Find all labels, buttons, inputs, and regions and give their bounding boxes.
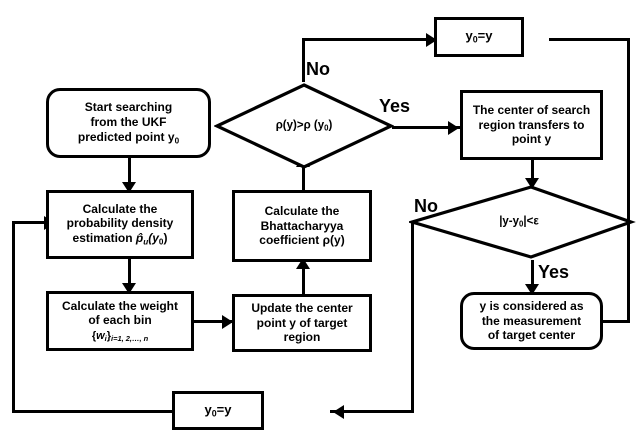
node-assign-bottom[interactable]: y0=y	[172, 391, 264, 430]
node-weights-line2: of each bin	[88, 313, 152, 328]
node-bin-weights[interactable]: Calculate the weight of each bin {wi}i=1…	[46, 291, 194, 351]
epsilon-diamond-shape	[409, 185, 636, 259]
node-bhattacharyya[interactable]: Calculate the Bhattacharyya coefficient …	[232, 190, 372, 262]
node-update-line3: region	[283, 330, 321, 345]
edge-update-to-bhattacharyya	[302, 262, 305, 294]
arrowhead-weights-to-update	[222, 315, 233, 329]
node-update-line2: point y of target	[256, 315, 348, 330]
node-assign-bottom-label: y0=y	[204, 401, 232, 419]
node-assign-top[interactable]: y0=y	[434, 17, 524, 57]
node-bhattacharyya-line1: Calculate the	[264, 204, 340, 219]
arrowhead-epsilon-yes-to-measurement	[525, 284, 539, 295]
edge-label-rho-yes: Yes	[379, 96, 411, 116]
node-weights-line3: {wi}i=1, 2,…, n	[91, 329, 149, 344]
node-assign-top-label: y0=y	[465, 28, 493, 45]
edge-pdf-to-weights	[128, 259, 131, 291]
arrowhead-start-to-pdf	[122, 182, 136, 193]
node-update-line1: Update the center	[251, 301, 353, 316]
edge-assign-bottom-up	[12, 221, 15, 413]
node-pdf-line2: probability density	[66, 216, 174, 231]
edge-weights-to-update	[194, 320, 232, 323]
node-transfer-line3: point y	[511, 132, 552, 147]
edge-label-rho-no: No	[306, 59, 330, 79]
node-pdf-line1: Calculate the	[82, 201, 158, 216]
node-measurement-line3: of target center	[487, 328, 576, 343]
node-rho-decision[interactable]: ρ(y)>ρ (y0)	[214, 82, 394, 170]
edge-epsilon-no-vertical	[411, 221, 414, 413]
node-transfer-line1: The center of search	[472, 103, 591, 118]
arrowhead-epsilon-no-to-assign-bottom	[333, 405, 344, 419]
node-probability-density[interactable]: Calculate the probability density estima…	[46, 190, 194, 259]
node-weights-line1: Calculate the weight	[61, 298, 179, 313]
edge-epsilon-yes-vertical	[531, 260, 534, 292]
edge-label-epsilon-yes: Yes	[538, 262, 570, 282]
node-measurement-line1: y is considered as	[479, 299, 584, 314]
node-start-line3: predicted point y0	[77, 129, 180, 145]
node-bhattacharyya-line3: coefficient ρ(y)	[259, 233, 345, 248]
node-transfer-search-center[interactable]: The center of search region transfers to…	[460, 90, 603, 160]
rho-diamond-shape	[214, 83, 394, 169]
edge-bhattacharyya-to-rho	[302, 162, 305, 190]
edge-start-to-pdf	[128, 158, 131, 190]
node-measurement-line2: the measurement	[481, 313, 582, 328]
node-epsilon-decision[interactable]: |y-y0|<ε	[409, 184, 640, 260]
node-pdf-line3: estimation p̂u(y0)	[72, 231, 168, 247]
edge-epsilon-no-to-assign-bottom	[330, 410, 414, 413]
edge-rho-no-vertical	[302, 38, 305, 82]
arrowhead-rho-yes-to-transfer	[448, 121, 459, 135]
edge-assign-bottom-left	[12, 410, 184, 413]
node-start-line2: from the UKF	[90, 114, 167, 129]
node-start[interactable]: Start searching from the UKF predicted p…	[46, 88, 211, 158]
edge-rho-no-horizontal	[302, 38, 434, 41]
node-update-center[interactable]: Update the center point y of target regi…	[232, 294, 372, 352]
node-measurement-result[interactable]: y is considered as the measurement of ta…	[460, 292, 603, 350]
arrowhead-transfer-to-epsilon	[525, 178, 539, 189]
edge-label-epsilon-no: No	[414, 196, 438, 216]
arrowhead-update-to-bhattacharyya	[296, 258, 310, 269]
edge-rho-yes-horizontal	[392, 126, 460, 129]
edge-assign-top-right	[549, 38, 630, 41]
edge-assign-top-down	[627, 38, 630, 323]
arrowhead-rho-no-to-assign-top	[426, 33, 437, 47]
node-bhattacharyya-line2: Bhattacharyya	[260, 218, 344, 233]
edge-assign-bottom-to-pdf	[12, 221, 54, 224]
node-start-line1: Start searching	[84, 100, 173, 115]
node-transfer-line2: region transfers to	[478, 117, 585, 132]
arrowhead-pdf-to-weights	[122, 283, 136, 294]
edge-transfer-to-epsilon	[531, 160, 534, 186]
